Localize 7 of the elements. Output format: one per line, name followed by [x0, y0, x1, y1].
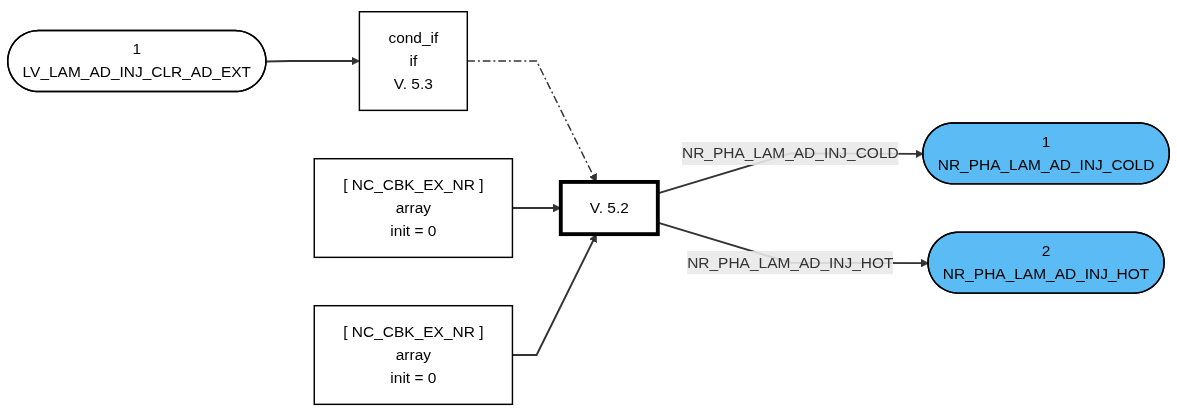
node-box: cond_if if V. 5.3: [358, 11, 469, 112]
edge-label: NR_PHA_LAM_AD_INJ_HOT: [687, 254, 894, 271]
arrow: [265, 57, 360, 66]
edge-label: NR_PHA_LAM_AD_INJ_COLD: [682, 145, 899, 162]
node-box: [ NC_CBK_EX_NR ] array init = 0: [313, 158, 514, 259]
node-box: V. 5.2: [558, 180, 660, 237]
node-box: [ NC_CBK_EX_NR ] array init = 0: [313, 305, 514, 406]
